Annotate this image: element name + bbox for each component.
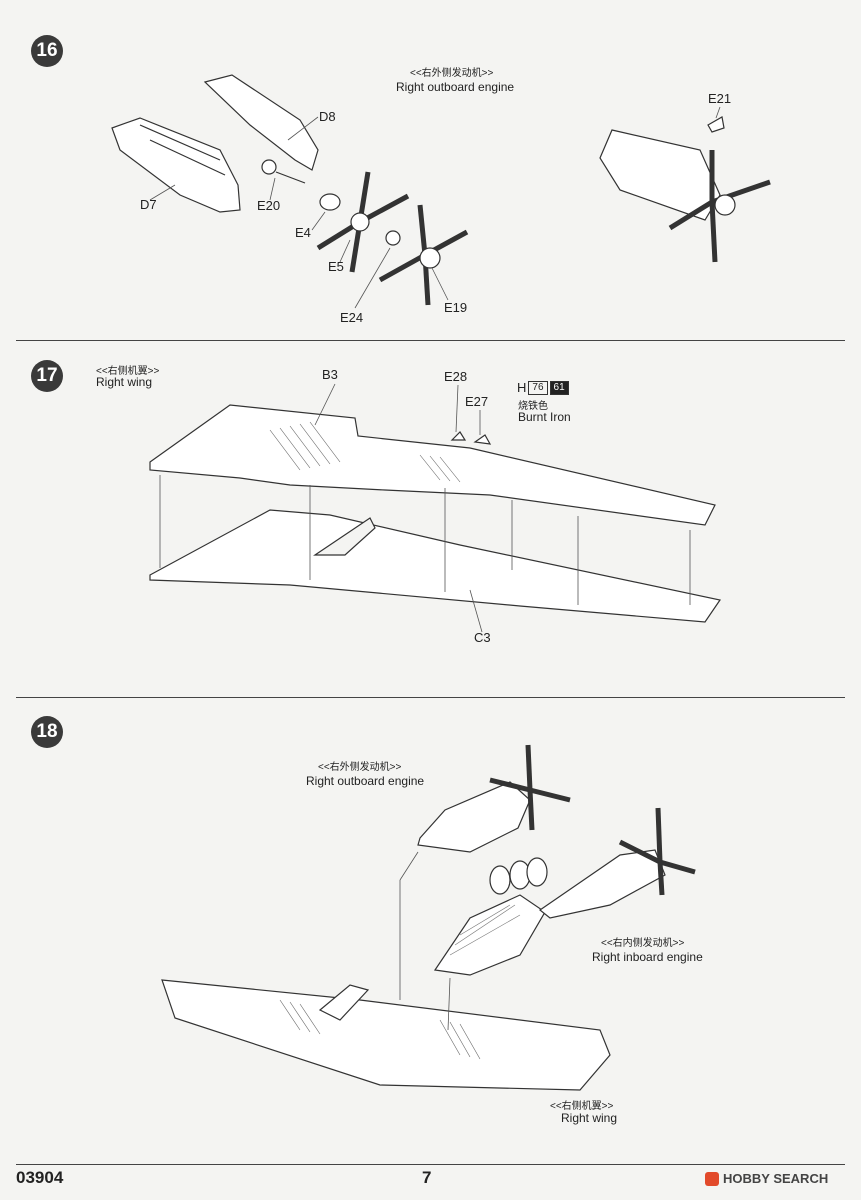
- step-18-inboard-en: Right inboard engine: [592, 950, 703, 964]
- step-17-subtitle-en: Right wing: [96, 375, 153, 389]
- inboard-engine: [538, 849, 666, 919]
- step-18-outboard-en: Right outboard engine: [306, 774, 425, 788]
- assembled-propeller: [668, 150, 771, 263]
- label-e27: E27: [465, 394, 489, 409]
- step-18-panel: [16, 697, 845, 1165]
- wing-outboard-mount: [318, 984, 370, 1021]
- propeller-part-e19: [378, 204, 469, 306]
- step-18-inboard-cn: <<右内侧发动机>>: [601, 938, 685, 949]
- step-17-subtitle-cn: <<右侧机翼>>: [96, 366, 160, 377]
- label-b3: B3: [322, 367, 338, 382]
- step-18-wing-en: Right wing: [561, 1111, 618, 1125]
- shaft-part-e20: [261, 159, 277, 175]
- footer-product-code: 03904: [16, 1168, 64, 1187]
- label-e4: E4: [295, 225, 311, 240]
- wing-assembly: [161, 979, 611, 1091]
- propeller-part-e5: [316, 171, 410, 273]
- step-18-assembly-drawing: [161, 744, 696, 1091]
- step-16-subtitle-en: Right outboard engine: [396, 80, 515, 94]
- part-e27: [473, 434, 492, 445]
- label-e28: E28: [444, 369, 468, 384]
- watermark-text: HOBBY SEARCH: [723, 1171, 829, 1186]
- label-d8: D8: [319, 109, 336, 124]
- paint-code-box: H 76 61: [517, 380, 569, 395]
- footer-page-number: 7: [422, 1168, 432, 1187]
- outboard-propeller: [489, 744, 571, 831]
- inboard-nacelle: [433, 894, 546, 976]
- step-18-wing-cn: <<右侧机翼>>: [550, 1101, 614, 1112]
- step-17-panel: [16, 340, 845, 698]
- step-16-engine-drawing: [111, 74, 771, 309]
- upper-wing-part-b3: [149, 404, 716, 526]
- step-16-subtitle-cn: <<右外侧发动机>>: [410, 68, 494, 79]
- label-d7: D7: [140, 197, 157, 212]
- step-17-badge: 17: [31, 360, 63, 392]
- nacelle-part-d7: [111, 117, 241, 213]
- part-e28: [450, 431, 467, 441]
- label-c3: C3: [474, 630, 491, 645]
- watermark: HOBBY SEARCH: [705, 1171, 828, 1186]
- hobby-search-logo-icon: [705, 1171, 719, 1186]
- paint-name-cn: 烧铁色: [518, 401, 548, 412]
- outboard-engine: [417, 781, 531, 853]
- assembled-engine: [599, 129, 721, 221]
- label-e21: E21: [708, 91, 732, 106]
- label-e19: E19: [444, 300, 468, 315]
- step-16-badge: 16: [31, 35, 63, 67]
- label-e5: E5: [328, 259, 344, 274]
- landing-gear-wheels: [489, 857, 548, 895]
- ring-part-e4: [319, 193, 341, 211]
- step-18-outboard-cn: <<右外侧发动机>>: [318, 762, 402, 773]
- label-e20: E20: [257, 198, 281, 213]
- paint-code-61: 61: [549, 380, 569, 395]
- paint-letter: H: [517, 380, 527, 395]
- inboard-propeller: [618, 807, 696, 896]
- cowl-part-d8: [203, 74, 319, 171]
- hub-part-e24: [385, 230, 401, 246]
- step-18-badge: 18: [31, 716, 63, 748]
- paint-code-76: 76: [528, 380, 548, 395]
- lower-wing-part-c3: [149, 509, 722, 623]
- part-e21: [707, 116, 725, 133]
- label-e24: E24: [340, 310, 364, 325]
- paint-name-en: Burnt Iron: [518, 410, 571, 424]
- step-17-wing-drawing: [149, 383, 722, 633]
